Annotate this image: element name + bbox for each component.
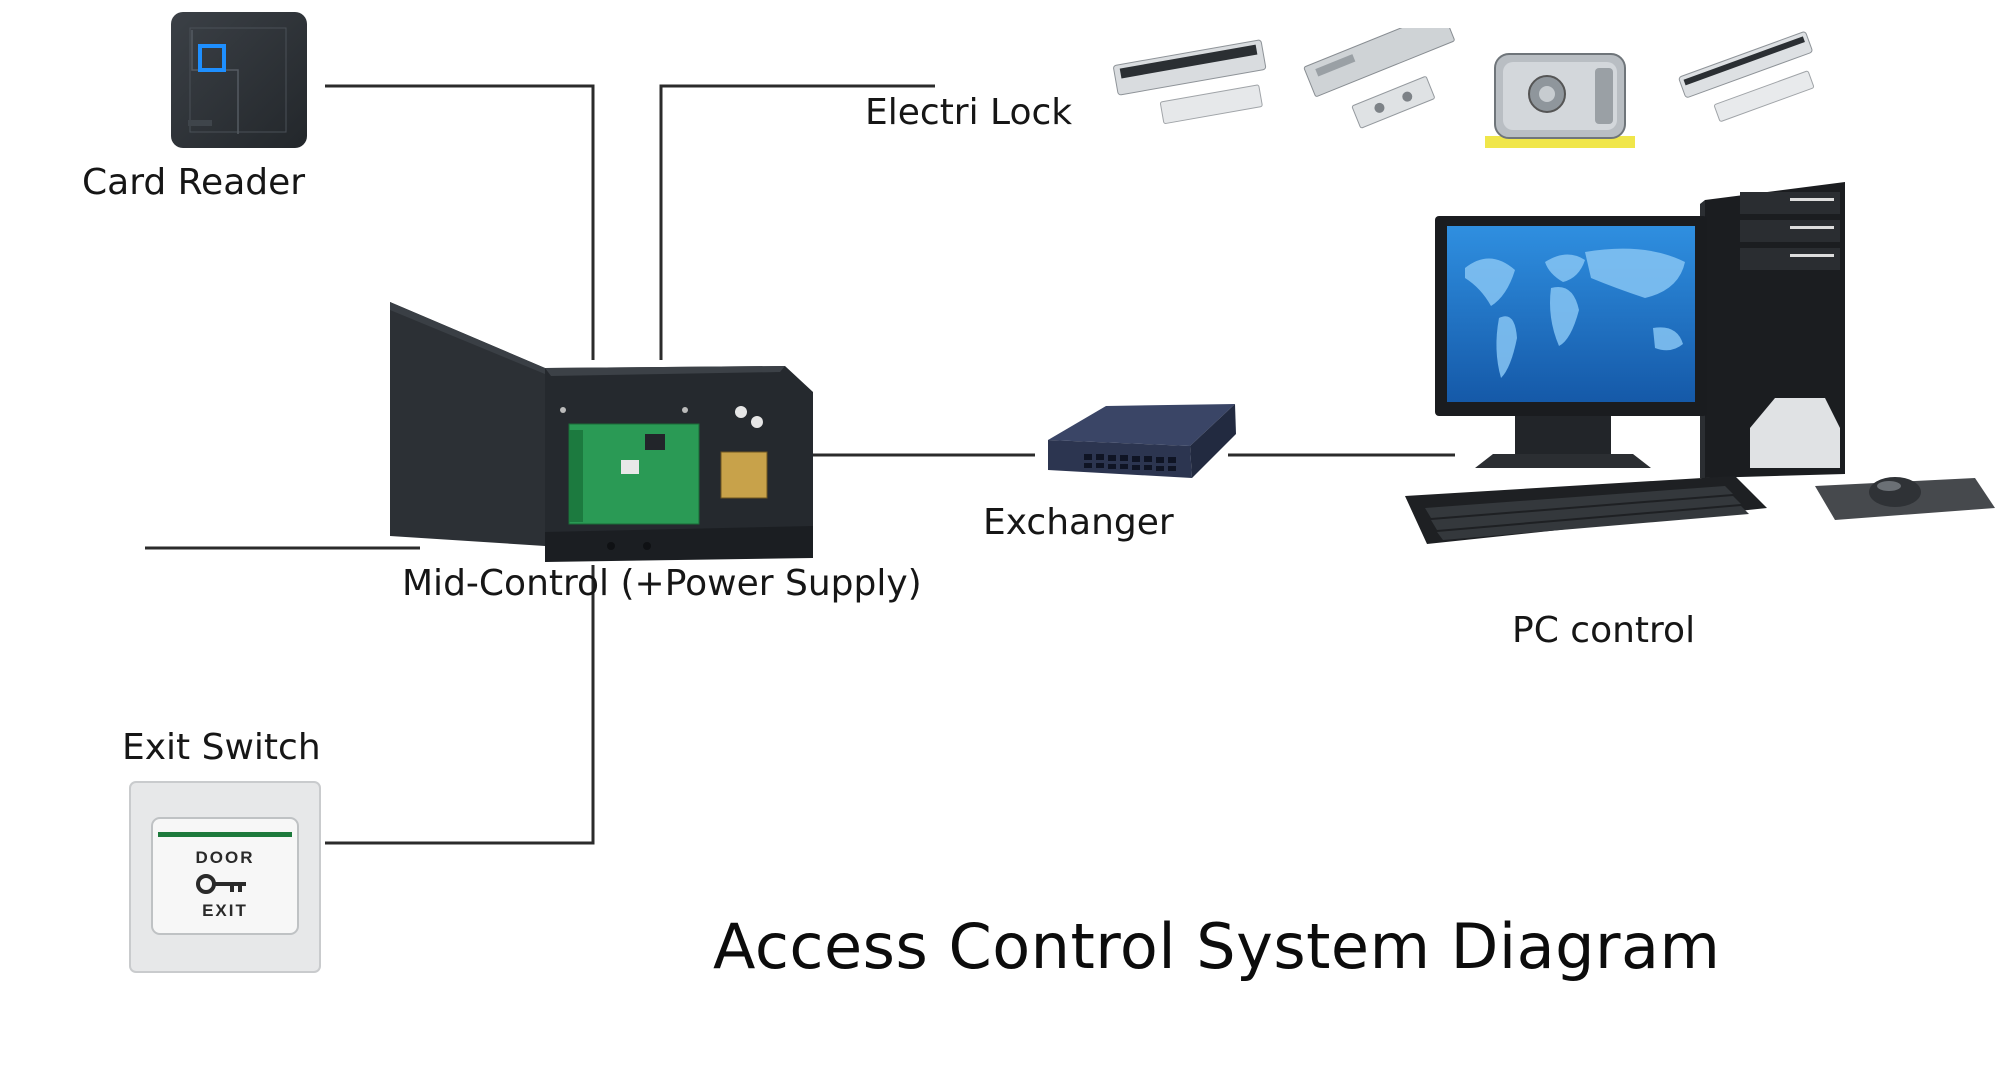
card-reader-icon xyxy=(171,12,307,148)
network-switch-icon xyxy=(1048,404,1236,478)
exit-button-bottom-text: EXIT xyxy=(202,901,248,920)
card-reader-label: Card Reader xyxy=(82,162,306,203)
key-icon xyxy=(196,874,246,894)
exchanger-label: Exchanger xyxy=(983,502,1174,543)
diagram-title: Access Control System Diagram xyxy=(713,910,1721,983)
wire-electric-lock xyxy=(659,84,935,360)
computer-icon xyxy=(1405,182,1995,544)
mid-control-label: Mid-Control (+Power Supply) xyxy=(402,563,922,604)
exit-button-top-text: DOOR xyxy=(196,848,255,867)
wire-exit-switch xyxy=(325,565,595,845)
wire-card-reader xyxy=(325,84,595,360)
electric-lock-icon xyxy=(1113,28,1815,148)
exit-button-icon: DOOR EXIT xyxy=(129,781,321,973)
pc-control-label: PC control xyxy=(1512,610,1696,651)
control-cabinet-icon xyxy=(390,302,813,562)
exit-switch-label: Exit Switch xyxy=(122,727,321,768)
electric-lock-label: Electri Lock xyxy=(865,92,1073,133)
